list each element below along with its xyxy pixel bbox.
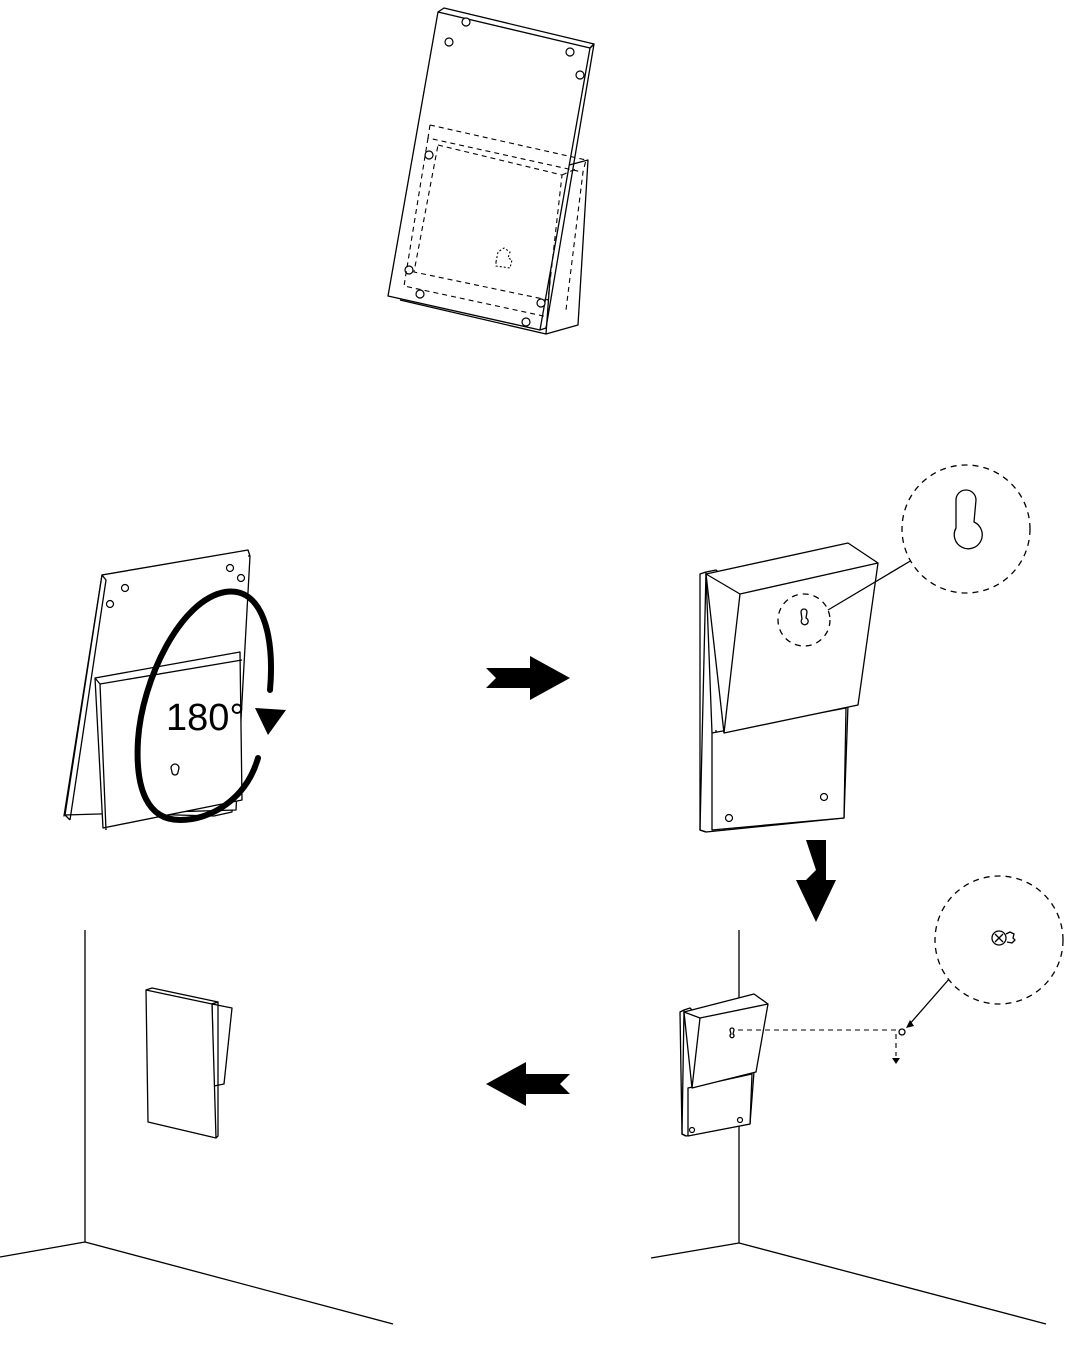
mounting-hole [575,70,585,80]
keyhole-icon [800,608,809,626]
mounting-hole [688,1126,696,1134]
mounting-hole [565,47,575,57]
step-arrow-left [486,1062,570,1106]
mounting-hole [225,563,235,573]
step-arrow-right [486,656,570,700]
keyhole-magnified-icon [953,489,983,550]
keyhole-icon [170,763,180,776]
mounting-hole [736,1116,744,1124]
keyhole-back-illustration [699,464,1031,833]
rotate-device-illustration: 180° [63,549,286,831]
mounting-hole [461,17,471,27]
mounting-hole [105,599,115,609]
hang-on-screw-illustration [650,875,1064,1325]
mounting-hole [404,265,414,275]
mounting-hole [819,792,829,802]
mounting-hole [444,37,454,47]
mounting-hole [536,298,546,308]
device-on-stand-illustration [387,7,595,335]
mounting-hole [415,289,425,299]
rotation-angle-label: 180° [166,697,245,739]
mounting-hole [724,813,734,823]
mounting-hole [120,583,130,593]
device-panel [387,7,595,331]
screw-magnified-icon [991,930,1016,946]
step-arrow-down [796,840,836,922]
rotation-arrow-icon [134,588,286,824]
keyhole-icon [729,1027,735,1039]
mounting-hole [424,150,434,160]
hidden-stand-outline [403,124,587,318]
mounting-hole [236,573,246,583]
mounted-device-illustration [0,930,394,1325]
keyhole-detail-callout [901,464,1031,594]
mounting-hole [521,317,531,327]
keyhole-hook-icon [495,247,513,269]
screw-icon [898,1028,906,1036]
